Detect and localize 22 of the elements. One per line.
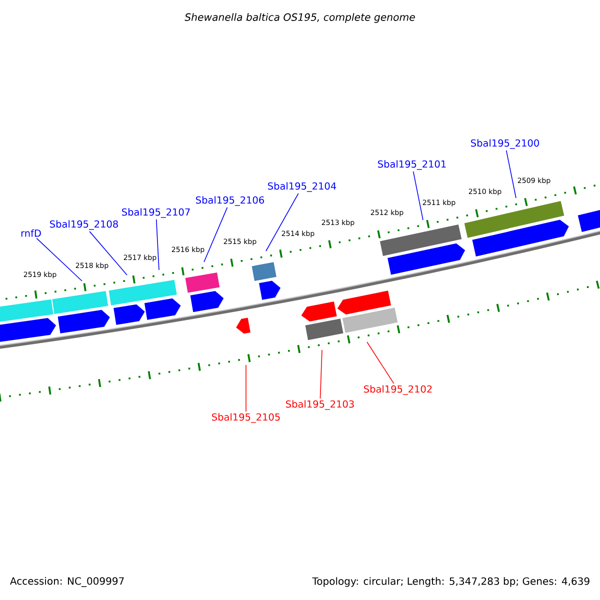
gene-label: Sbal195_2105 — [212, 413, 280, 423]
leader-line — [266, 193, 299, 252]
gene-label: Sbal195_2102 — [364, 385, 432, 395]
gene-label: Sbal195_2107 — [122, 208, 190, 218]
gene-label: rnfD — [21, 229, 41, 237]
leader-line — [204, 207, 228, 262]
leader-line — [156, 219, 160, 270]
gene-label: Sbal195_2103 — [286, 400, 354, 410]
gene-label: Sbal195_2104 — [268, 182, 336, 192]
gene-label: Sbal195_2106 — [196, 196, 264, 206]
gene-label: Sbal195_2108 — [50, 220, 118, 230]
leader-line — [320, 350, 322, 399]
accession-text: Accession: NC_009997 — [10, 577, 124, 587]
title: Shewanella baltica OS195, complete genome — [184, 13, 415, 23]
leader-line — [36, 238, 82, 282]
genome-info-text: Topology: circular; Length: 5,347,283 bp; Genes: 4,639 — [312, 577, 590, 587]
leader-line — [412, 171, 424, 220]
gene-label: Sbal195_2101 — [378, 160, 446, 170]
leader-line — [366, 342, 394, 384]
gene-label: Sbal195_2100 — [471, 139, 539, 149]
leader-line — [506, 150, 516, 198]
leader-line — [89, 231, 128, 276]
